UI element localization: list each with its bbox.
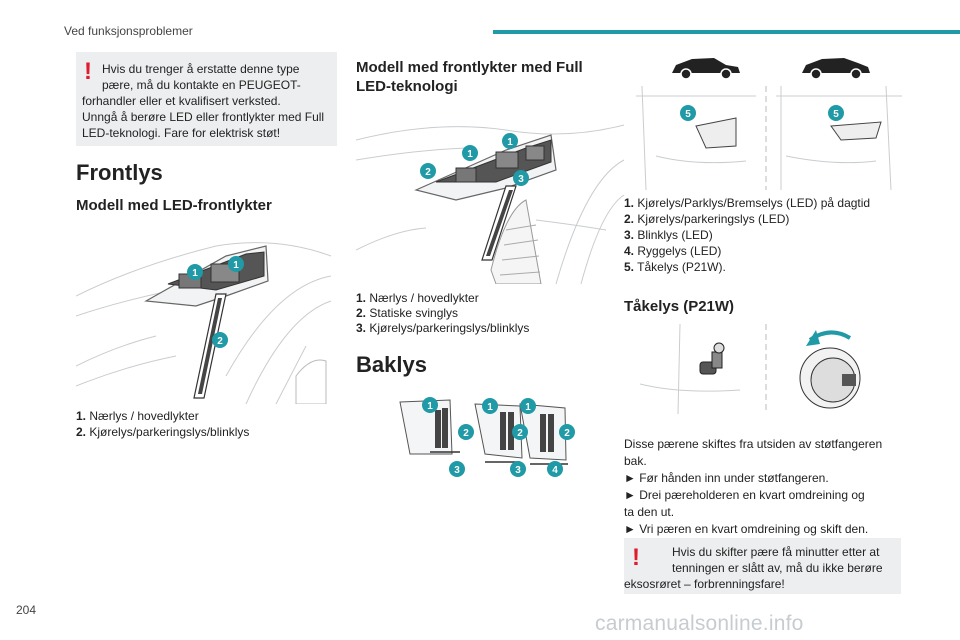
paragraph: Disse pærene skiftes fra utsiden av støt… [624,437,883,451]
svg-text:1: 1 [427,401,433,412]
svg-text:2: 2 [425,167,431,178]
callout-badge: 5 [680,105,696,121]
fog-bulb-replacement-illustration [640,324,861,414]
warning-text-line: forhandler eller et kvalifisert verksted… [82,94,281,108]
section-title-frontlys: Frontlys [76,160,163,185]
warning-box: ! Hvis du trenger å erstatte denne type … [76,52,337,146]
list-item: 3. Kjørelys/parkeringslys/blinklys [356,321,530,335]
warning-icon: ! [632,544,640,571]
svg-text:2: 2 [217,336,223,347]
warning-icon: ! [84,58,92,85]
callout-badge: 1 [520,398,536,414]
svg-text:2: 2 [463,428,469,439]
svg-text:2: 2 [517,428,523,439]
instruction-step: ► Før hånden inn under støtfangeren. [624,471,829,485]
svg-text:1: 1 [507,137,513,148]
led-headlamp-illustration [76,242,332,404]
section-title-baklys: Baklys [356,352,427,377]
svg-text:3: 3 [515,465,521,476]
warning-text-line: LED-teknologi. Fare for elektrisk støt! [82,126,281,140]
warning-text-line: Unngå å berøre LED eller frontlykter med… [82,110,325,124]
callout-badge: 5 [828,105,844,121]
list-item: 4. Ryggelys (LED) [624,244,722,258]
svg-text:1: 1 [467,149,473,160]
callout-badge: 1 [502,133,518,149]
list-item: 5. Tåkelys (P21W). [624,260,726,274]
callout-badge: 2 [458,424,474,440]
svg-text:3: 3 [518,174,524,185]
svg-text:1: 1 [192,268,198,279]
rear-lamps-illustration [399,399,568,465]
callout-badge: 1 [187,264,203,280]
warning-box: ! Hvis du skifter pære få minutter etter… [624,538,901,594]
callout-badge: 2 [559,424,575,440]
svg-text:1: 1 [487,402,493,413]
list-item: 2. Statiske svinglys [356,306,459,320]
fog-lamp-location-illustration [636,86,902,190]
instruction-step: ta den ut. [624,505,675,519]
callout-badge: 3 [510,461,526,477]
svg-text:2: 2 [564,428,570,439]
svg-text:5: 5 [685,109,691,120]
callout-badge: 1 [228,256,244,272]
warning-text-line: Hvis du skifter pære få minutter etter a… [672,545,880,559]
running-header: Ved funksjonsproblemer [64,24,193,38]
warning-text-line: pære, må du kontakte en PEUGEOT- [102,78,301,92]
subsection-title-full-led: Modell med frontlykter med Full LED-tekn… [356,59,583,95]
car-silhouette-icon [802,58,870,80]
svg-text:3: 3 [454,465,460,476]
subsection-title-led: Modell med LED-frontlykter [76,197,272,214]
instruction-step: ► Vri pæren en kvart omdreining og skift… [624,522,869,536]
page-number: 204 [16,603,37,617]
list-item: 2. Kjørelys/parkeringslys/blinklys [76,425,250,439]
callout-badge: 2 [420,163,436,179]
callout-badge: 2 [212,332,228,348]
callout-badge: 3 [513,170,529,186]
warning-text-line: tenningen er slått av, må du ikke berøre [672,561,883,575]
car-silhouette-icon [672,58,740,80]
list-item: 1. Nærlys / hovedlykter [356,291,479,305]
list-item: 2. Kjørelys/parkeringslys (LED) [624,212,790,226]
callout-badge: 1 [422,397,438,413]
list-item: 3. Blinklys (LED) [624,228,713,242]
callout-badge: 1 [482,398,498,414]
warning-text-line: eksosrøret – forbrenningsfare! [624,577,785,591]
subsection-title-fog: Tåkelys (P21W) [624,298,735,315]
paragraph: bak. [624,454,647,468]
list-item: 1. Kjørelys/Parklys/Bremselys (LED) på d… [624,196,871,210]
svg-text:5: 5 [833,109,839,120]
callout-badge: 1 [462,145,478,161]
warning-text-line: Hvis du trenger å erstatte denne type [102,62,300,76]
header-accent-bar [493,30,960,34]
svg-text:1: 1 [233,260,239,271]
instruction-step: ► Drei pæreholderen en kvart omdreining … [624,488,865,502]
callout-badge: 2 [512,424,528,440]
list-item: 1. Nærlys / hovedlykter [76,409,199,423]
callout-badge: 3 [449,461,465,477]
svg-text:1: 1 [525,402,531,413]
watermark: carmanualsonline.info [595,612,804,635]
callout-badge: 4 [547,461,563,477]
svg-text:4: 4 [552,465,558,476]
full-led-headlamp-illustration [356,124,625,284]
